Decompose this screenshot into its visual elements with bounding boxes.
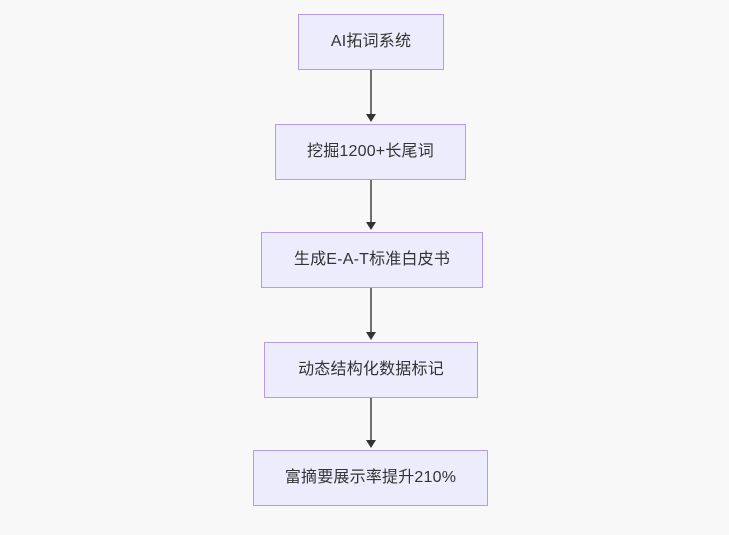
edge-n2-n3 xyxy=(370,180,372,224)
edge-n3-n4 xyxy=(370,288,372,334)
edge-n4-n5 xyxy=(370,398,372,442)
arrowhead-n2-n3 xyxy=(366,222,376,230)
flowchart-node-label: AI拓词系统 xyxy=(330,33,412,50)
flowchart-node-label: 生成E-A-T标准白皮书 xyxy=(293,251,451,268)
flowchart-node-dynamic-structured-data-markup[interactable]: 动态结构化数据标记 xyxy=(264,342,478,398)
arrowhead-n1-n2 xyxy=(366,114,376,122)
edge-n1-n2 xyxy=(370,70,372,116)
flowchart-node-generate-eat-whitepaper[interactable]: 生成E-A-T标准白皮书 xyxy=(261,232,483,288)
arrowhead-n4-n5 xyxy=(366,440,376,448)
flowchart-node-label: 动态结构化数据标记 xyxy=(298,361,444,378)
arrowhead-n3-n4 xyxy=(366,332,376,340)
flowchart-node-rich-snippet-impression-uplift[interactable]: 富摘要展示率提升210% xyxy=(253,450,488,506)
flowchart-node-mine-longtail-keywords[interactable]: 挖掘1200+长尾词 xyxy=(275,124,466,180)
flowchart-node-label: 挖掘1200+长尾词 xyxy=(307,143,434,160)
flowchart-node-label: 富摘要展示率提升210% xyxy=(284,469,457,486)
flowchart-node-ai-keyword-system[interactable]: AI拓词系统 xyxy=(298,14,444,70)
